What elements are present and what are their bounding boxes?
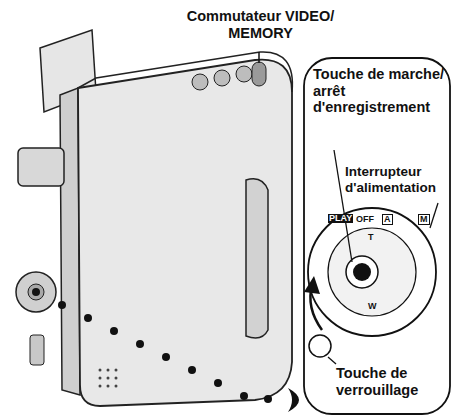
dial-mark: OFF <box>356 215 374 224</box>
leader-line <box>258 52 260 63</box>
camera-dial <box>16 272 56 312</box>
viewfinder <box>18 148 64 186</box>
dotted-pointer <box>32 288 272 403</box>
lock-button <box>309 335 331 357</box>
pointer-head <box>288 388 299 412</box>
body-side <box>60 88 80 395</box>
zoom-ring <box>328 228 416 316</box>
dial-mark: W <box>368 302 377 311</box>
part-label: Interrupteur d'alimentation <box>345 164 449 195</box>
callout-frame <box>304 58 450 414</box>
speaker-grille <box>99 369 118 388</box>
button <box>214 70 230 86</box>
part-label: Commutateur VIDEO/ MEMORY <box>178 8 343 41</box>
leader-line <box>328 357 336 364</box>
part-label: Touche de verrouillage <box>336 365 442 398</box>
part-label: Touche de marche/ arrêt d'enregistrement <box>313 66 448 116</box>
video-memory-switch <box>252 62 266 86</box>
grip-strap <box>246 179 268 338</box>
camcorder-body <box>78 60 292 406</box>
side-switch <box>30 335 44 365</box>
dial-mark: T <box>368 233 374 242</box>
dial-mark: A <box>382 214 393 225</box>
leader-line <box>430 203 438 228</box>
record-button-center <box>353 263 371 281</box>
button <box>236 66 252 82</box>
dial-mark: M <box>418 214 430 225</box>
body-top <box>78 52 292 92</box>
power-dial <box>308 208 436 336</box>
camera-dial-center <box>28 284 44 300</box>
dial-mark: PLAY <box>328 214 353 223</box>
button <box>192 74 208 90</box>
record-button <box>346 256 378 288</box>
rotate-arrowhead <box>304 276 320 294</box>
